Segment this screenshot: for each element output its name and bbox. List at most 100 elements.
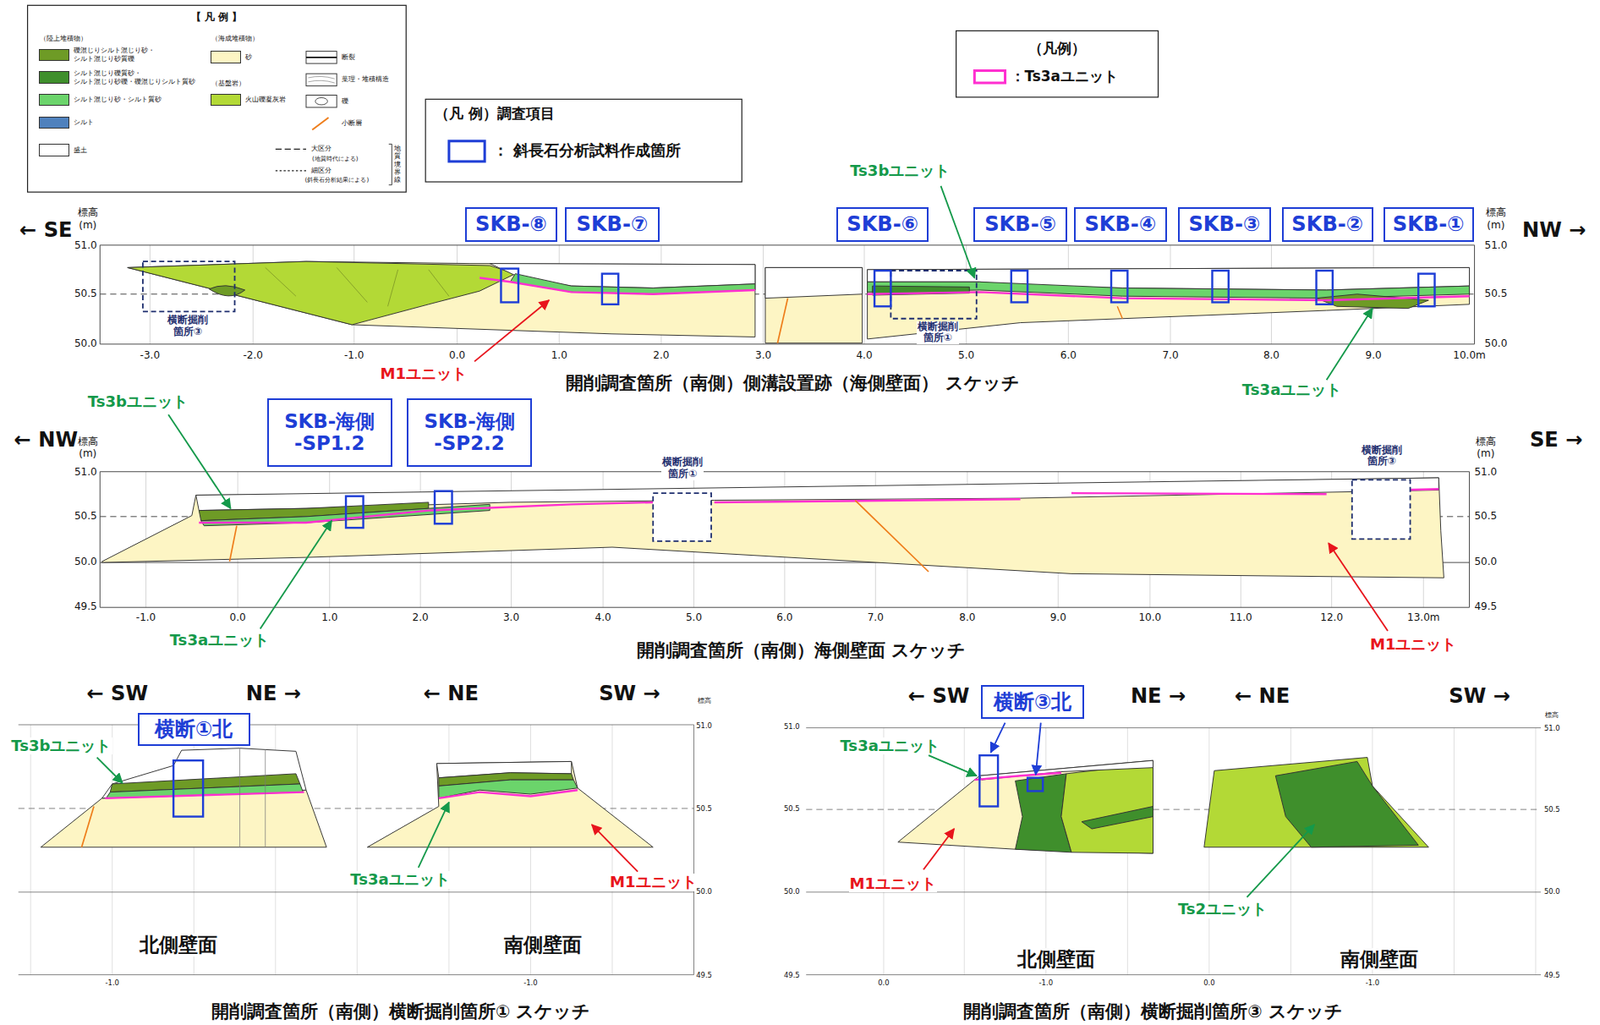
annotation-label: 0.0 xyxy=(229,612,247,625)
legend-sample xyxy=(306,94,337,107)
plot-grid-3 xyxy=(18,724,695,976)
sample-id: SKB-海側 -SP1.2 xyxy=(284,410,375,454)
text-line: 横断掘削 xyxy=(167,314,209,327)
annotation-label: 49.5 xyxy=(783,971,801,981)
annotation-label: -1.0 xyxy=(1364,979,1381,988)
sample-id: SKB-③ xyxy=(1188,213,1261,236)
annotation-label: M1ユニット xyxy=(849,875,938,894)
annotation-label: 51.0 xyxy=(695,722,713,731)
legend-sample xyxy=(275,51,1006,186)
legend-text: シルト xyxy=(73,118,94,127)
sample-position xyxy=(874,270,891,307)
annotation-label: 49.5 xyxy=(1543,971,1562,981)
plot-grid-4 xyxy=(883,728,1536,976)
section-sketch-3 xyxy=(1275,761,1419,847)
sample-id-box: SKB-海側 -SP2.2 xyxy=(406,398,532,467)
annotation-label: (m) xyxy=(77,448,98,461)
legend-sample xyxy=(389,143,393,185)
annotation-label: 標高 xyxy=(1544,711,1560,720)
legend-sample xyxy=(275,148,307,150)
sample-id-box: SKB-海側 -SP1.2 xyxy=(267,398,393,467)
section-sketch-3 xyxy=(1081,806,1153,830)
sample-position xyxy=(1418,273,1435,307)
annotation-label: -1.0 xyxy=(1038,979,1054,988)
leader-arrow xyxy=(1247,824,1316,898)
annotation-label: 51.0 xyxy=(783,723,801,732)
sample-position xyxy=(1027,778,1043,792)
text-line: 箇所① xyxy=(662,468,703,481)
sample-id: SKB-⑧ xyxy=(475,213,548,236)
wall-sketch-2 xyxy=(714,498,1021,503)
annotation-label: 51.0 xyxy=(73,240,99,253)
sample-id-box: SKB-② xyxy=(1282,207,1375,242)
annotation-label: 50.5 xyxy=(1543,805,1562,815)
annotation-label: -2.0 xyxy=(241,350,264,362)
annotation-label: 南側壁面 xyxy=(503,933,583,956)
section-sketch-3 xyxy=(898,757,1429,854)
annotation-label: Ts3bユニット xyxy=(87,393,189,411)
text-line: 横断掘削 xyxy=(1361,444,1403,457)
wall-sketch-1 xyxy=(208,285,245,296)
annotation-label: 1.0 xyxy=(550,350,569,362)
annotation-label: 51.0 xyxy=(73,466,99,479)
section-sketch-1 xyxy=(240,748,266,848)
plot-grid-1 xyxy=(99,245,1474,345)
section-sketch-3 xyxy=(1204,757,1429,848)
annotation-label: （海成堆積物） xyxy=(210,34,260,44)
annotation-label: -1.0 xyxy=(522,979,538,988)
legend-text: 礫 xyxy=(341,97,349,106)
text-line: 箇所① xyxy=(917,332,959,345)
text-line: 横断掘削 xyxy=(662,456,703,469)
annotation-label: 11.0 xyxy=(1228,612,1254,625)
wall-sketch-1 xyxy=(127,261,1470,344)
annotation-label: 49.5 xyxy=(73,601,99,614)
leader-arrow xyxy=(591,824,638,872)
plot-grid-4 xyxy=(805,728,1541,976)
annotation-label: ← SE xyxy=(18,219,73,243)
annotation-label: 7.0 xyxy=(866,612,885,625)
leader-arrow xyxy=(1326,308,1373,380)
annotation-label: 2.0 xyxy=(411,612,430,625)
annotation-label: （基盤岩） xyxy=(210,79,247,88)
wall-sketch-1 xyxy=(777,298,788,344)
annotation-label: 横断掘削 箇所③ xyxy=(166,314,209,339)
section-sketch-1 xyxy=(82,806,94,848)
leader-arrow xyxy=(991,723,1006,753)
excavation-outline xyxy=(652,493,712,542)
excavation-outline xyxy=(1352,479,1411,539)
annotation-label: -1.0 xyxy=(135,612,158,625)
annotation-label: 50.0 xyxy=(1543,887,1562,897)
section-sketch-1 xyxy=(438,779,578,799)
annotation-label: 50.5 xyxy=(783,805,801,814)
annotation-label: NW → xyxy=(1521,219,1587,243)
annotation-label: Ts3aユニット xyxy=(169,631,270,650)
sample-id: SKB-④ xyxy=(1084,213,1157,236)
section-sketch-3 xyxy=(1061,763,1154,854)
section-sketch-1 xyxy=(104,792,304,799)
plot-grid-3 xyxy=(30,724,613,976)
wall-sketch-1 xyxy=(765,267,863,343)
text-line: -SP1.2 xyxy=(284,432,375,455)
legend-frame xyxy=(425,98,742,182)
sample-position xyxy=(345,491,452,528)
annotation-label: 開削調査箇所（南側）側溝設置跡（海側壁面） スケッチ xyxy=(564,373,1020,395)
annotation-label: SW → xyxy=(597,682,662,707)
annotation-label: ← NW xyxy=(13,428,79,453)
sample-id: SKB-② xyxy=(1291,213,1364,236)
legend-frame xyxy=(27,5,407,192)
text-line: SKB-海側 xyxy=(284,410,375,433)
leader-arrow xyxy=(474,186,1373,380)
annotation-label: 50.0 xyxy=(695,887,713,897)
legend-sample xyxy=(312,117,329,130)
annotation-label: 2.0 xyxy=(652,350,670,362)
sample-id: SKB-⑤ xyxy=(984,213,1057,236)
section-sketch-3 xyxy=(898,760,1154,854)
leader-arrow xyxy=(928,755,977,776)
annotation-label: 49.5 xyxy=(1473,601,1498,614)
leader-arrow xyxy=(1035,723,1042,776)
text-line: 横断掘削 xyxy=(917,321,959,334)
annotation-label: 9.0 xyxy=(1049,612,1068,625)
annotation-label: ← SW xyxy=(907,684,971,709)
annotation-label: 50.5 xyxy=(1484,288,1509,301)
legend-sample xyxy=(974,71,1005,83)
